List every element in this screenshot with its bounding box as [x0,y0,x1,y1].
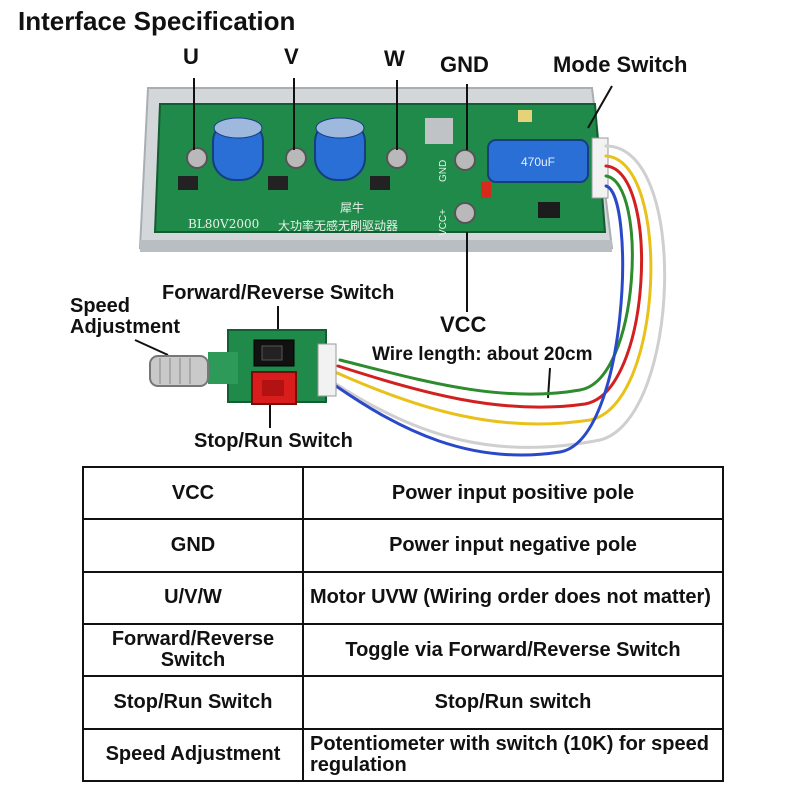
terminal-u-screw [186,147,208,169]
table-cell-desc: Power input negative pole [302,518,724,573]
table-row: Forward/Reverse Switch Toggle via Forwar… [82,622,724,678]
wire-green [338,174,634,396]
label-mode-switch: Mode Switch [553,52,688,77]
board-silk-vcc: VCC+ [438,209,449,236]
capacitor-2 [314,117,366,181]
wire-harness [328,144,667,457]
table-cell-name: VCC [82,465,304,521]
table-row: GND Power input negative pole [82,518,724,573]
label-speed-adjustment: Speed Adjustment [70,295,180,338]
driver-board: 470uF BL80V2000 大功率无感无刷驱动器 犀牛 GND VCC+ [153,103,609,236]
terminal-vcc-screw [454,202,476,224]
table-cell-name: Speed Adjustment [82,727,304,783]
terminal-gnd-screw [454,149,476,171]
label-stop-run-switch: Stop/Run Switch [194,430,353,452]
label-vcc: VCC [440,312,487,337]
table-cell-desc: Motor UVW (Wiring order does not matter) [302,570,724,625]
board-chinese-text: 大功率无感无刷驱动器 [278,218,398,233]
table-cell-name: U/V/W [82,570,304,625]
table-cell-desc: Potentiometer with switch (10K) for spee… [302,727,724,783]
board-connector [591,137,609,199]
label-w: W [384,46,405,71]
capacitor-large: 470uF [487,139,589,183]
board-model: BL80V2000 [188,217,259,231]
table-cell-name: GND [82,518,304,573]
capacitor-1 [212,117,264,181]
table-row: VCC Power input positive pole [82,465,724,521]
potentiometer-knob [149,355,209,387]
board-silk-gnd: GND [438,160,449,182]
terminal-v-screw [285,147,307,169]
label-forward-reverse-switch: Forward/Reverse Switch [162,282,395,304]
capacitor-label: 470uF [521,155,555,169]
label-wire-length: Wire length: about 20cm [372,344,593,365]
leader-lines [134,78,613,428]
table-cell-desc: Toggle via Forward/Reverse Switch [302,622,724,678]
board-brand: 犀牛 [340,200,364,215]
terminal-w-screw [386,147,408,169]
table-cell-desc: Stop/Run switch [302,675,724,730]
table-row: U/V/W Motor UVW (Wiring order does not m… [82,570,724,625]
table-cell-desc: Power input positive pole [302,465,724,521]
wire-blue [334,184,625,457]
switch-module [149,329,337,405]
spec-table: VCC Power input positive pole GND Power … [82,465,724,783]
label-u: U [183,44,199,69]
label-gnd: GND [440,52,489,77]
wire-white [328,144,667,449]
product-diagram: 470uF BL80V2000 大功率无感无刷驱动器 犀牛 GND VCC+ [134,78,667,457]
label-v: V [284,44,299,69]
table-row: Speed Adjustment Potentiometer with swit… [82,727,724,783]
page-title: Interface Specification [18,6,296,36]
wire-red [336,164,643,409]
table-cell-name: Stop/Run Switch [82,675,304,730]
table-row: Stop/Run Switch Stop/Run switch [82,675,724,730]
table-cell-name: Forward/Reverse Switch [82,622,304,678]
